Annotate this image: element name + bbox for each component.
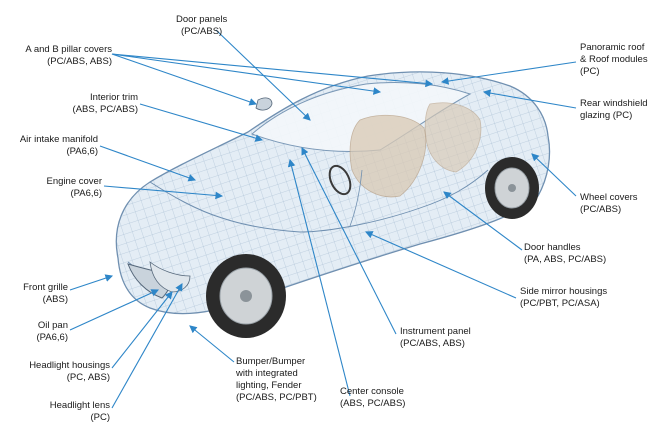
leader-pillar-b — [111, 53, 258, 106]
label-line: Instrument panel — [400, 326, 471, 337]
label-line: Door panels — [176, 14, 228, 25]
label-line: (PC/ABS) — [580, 204, 622, 215]
label-line: Panoramic roof — [580, 42, 645, 53]
label-panoramic-roof: Panoramic roof & Roof modules (PC) — [580, 42, 648, 78]
label-line: glazing (PC) — [580, 110, 633, 121]
label-line: (ABS, PC/ABS) — [340, 398, 406, 409]
leader-interior-trim — [139, 103, 264, 142]
leader-instrument-panel — [301, 147, 397, 335]
label-center-console: Center console (ABS, PC/ABS) — [340, 386, 405, 410]
label-line: Oil pan — [37, 320, 68, 331]
leader-wheel-covers — [531, 153, 577, 197]
label-line: (PA6,6) — [70, 188, 102, 199]
leader-front-grille — [69, 274, 114, 291]
leader-panoramic-roof — [440, 61, 577, 85]
label-line: (PC/PBT, PC/ASA) — [520, 298, 600, 309]
leader-engine-cover — [103, 185, 224, 200]
label-line: Engine cover — [46, 176, 102, 187]
label-headlight-housings: Headlight housings (PC, ABS) — [29, 360, 110, 384]
label-rear-windshield: Rear windshield glazing (PC) — [580, 98, 648, 122]
leader-pillar-a — [111, 53, 382, 95]
label-line: Door handles — [524, 242, 581, 253]
label-line: A and B pillar covers — [25, 44, 112, 55]
label-line: Rear windshield — [580, 98, 648, 109]
label-line: Side mirror housings — [520, 286, 608, 297]
label-bumper: Bumper/Bumper with integrated lighting, … — [236, 356, 317, 404]
label-line: (PC, ABS) — [66, 372, 110, 383]
label-line: (PC) — [580, 66, 600, 77]
label-line: Interior trim — [89, 92, 138, 103]
leader-bumper — [189, 325, 235, 363]
label-interior-trim: Interior trim (ABS, PC/ABS) — [73, 92, 138, 116]
label-headlight-lens: Headlight lens (PC) — [50, 400, 110, 424]
label-line: (PC/ABS, ABS) — [400, 338, 465, 349]
label-instrument-panel: Instrument panel (PC/ABS, ABS) — [400, 326, 471, 350]
label-line: Headlight lens — [49, 400, 110, 411]
label-line: (PC/ABS, PC/PBT) — [236, 392, 317, 403]
label-line: Headlight housings — [29, 360, 110, 371]
front-wheel — [206, 254, 286, 338]
label-door-handles: Door handles (PA, ABS, PC/ABS) — [524, 242, 606, 266]
label-line: (PC/ABS) — [181, 26, 223, 37]
leader-headlight-housings — [111, 291, 173, 369]
leader-center-console — [287, 158, 351, 397]
label-line: (PC) — [90, 412, 110, 423]
label-air-intake: Air intake manifold (PA6,6) — [20, 134, 98, 158]
label-line: Wheel covers — [580, 192, 638, 203]
leader-mirror-housings — [364, 231, 517, 299]
label-line: Bumper/Bumper — [236, 356, 306, 367]
car-body — [115, 71, 551, 315]
label-wheel-covers: Wheel covers (PC/ABS) — [580, 192, 638, 216]
label-line: (PA6,6) — [36, 332, 68, 343]
label-line: (PA6,6) — [66, 146, 98, 157]
label-line: (ABS, PC/ABS) — [72, 104, 138, 115]
rear-wheel — [485, 157, 539, 219]
label-line: Air intake manifold — [19, 134, 98, 145]
label-line: with integrated — [236, 368, 298, 379]
label-front-grille: Front grille (ABS) — [23, 282, 68, 306]
label-line: (PA, ABS, PC/ABS) — [524, 254, 607, 265]
leader-rear-windshield — [482, 89, 577, 109]
leader-headlight-lens — [111, 283, 183, 409]
label-door-panels: Door panels (PC/ABS) — [176, 14, 227, 38]
leader-pillar-c — [111, 53, 434, 88]
leader-air-intake — [99, 145, 197, 182]
label-line: Front grille — [23, 282, 68, 293]
label-line: (ABS) — [42, 294, 68, 305]
label-engine-cover: Engine cover (PA6,6) — [47, 176, 102, 200]
leader-oil-pan — [69, 289, 160, 331]
label-pillar-covers: A and B pillar covers (PC/ABS, ABS) — [25, 44, 112, 68]
label-line: lighting, Fender — [236, 380, 302, 391]
label-mirror-housings: Side mirror housings (PC/PBT, PC/ASA) — [520, 286, 607, 310]
label-line: (PC/ABS, ABS) — [47, 56, 112, 67]
leader-door-handles — [443, 191, 523, 251]
leader-lines — [69, 29, 577, 409]
label-oil-pan: Oil pan (PA6,6) — [36, 320, 68, 344]
label-line: & Roof modules — [580, 54, 648, 65]
label-line: Center console — [340, 386, 404, 397]
